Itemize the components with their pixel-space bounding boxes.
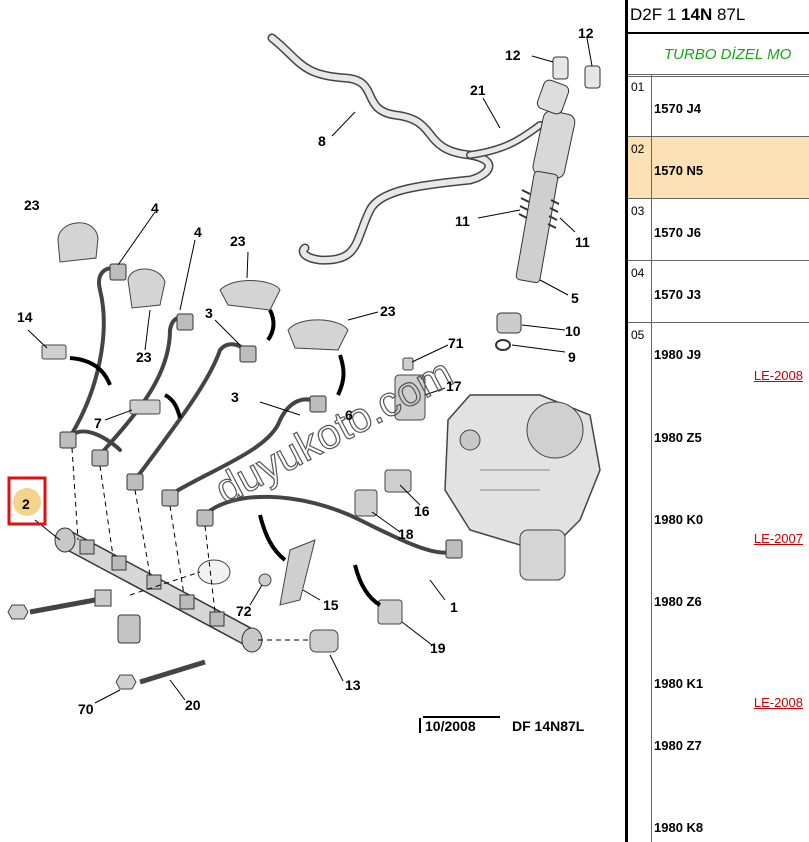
parts-row-01[interactable]: 01 1570 J4 xyxy=(628,74,809,137)
label-23b: 23 xyxy=(230,233,246,249)
label-11b: 11 xyxy=(575,234,590,250)
le-link[interactable]: LE-2008 xyxy=(753,695,803,710)
engine-subtitle: TURBO DİZEL MO xyxy=(664,46,792,63)
label-11a: 11 xyxy=(455,213,470,229)
label-6: 6 xyxy=(345,407,353,423)
callout-bubble xyxy=(13,488,41,516)
label-71: 71 xyxy=(448,335,464,351)
label-21: 21 xyxy=(470,82,486,98)
part-code: 1980 Z5 xyxy=(654,430,702,445)
label-70: 70 xyxy=(78,701,94,717)
part-code: 1570 J4 xyxy=(654,101,701,116)
leader-lines xyxy=(27,37,593,704)
label-23c: 23 xyxy=(136,349,152,365)
injection-pump[interactable] xyxy=(444,394,601,581)
part-code: 1980 K0 xyxy=(654,512,704,527)
fuel-rail[interactable] xyxy=(54,527,263,653)
label-9: 9 xyxy=(568,349,576,365)
parts-row-02[interactable]: 02 1570 N5 xyxy=(628,136,809,199)
label-23d: 23 xyxy=(380,303,396,319)
footer-code: DF 14N87L xyxy=(512,718,585,734)
part-code: 1570 J6 xyxy=(654,225,701,240)
label-15: 15 xyxy=(323,597,339,613)
part-code: 1980 Z7 xyxy=(654,738,702,753)
label-13: 13 xyxy=(345,677,361,693)
part-code: 1570 J3 xyxy=(654,287,701,302)
part-code: 1570 N5 xyxy=(654,163,704,178)
parts-row-05[interactable]: 05 1980 J9 LE-2008 1980 Z5 1980 K0 LE-20… xyxy=(628,322,809,842)
label-3b: 3 xyxy=(231,389,239,405)
part-labels[interactable]: 2 1 3 3 4 4 5 6 7 8 9 10 11 11 12 12 13 … xyxy=(17,25,594,717)
part-code: 1980 K8 xyxy=(654,820,704,835)
label-19: 19 xyxy=(430,640,446,656)
panel-divider xyxy=(625,0,628,842)
small-parts[interactable] xyxy=(7,344,426,690)
row-number: 05 xyxy=(631,328,645,342)
label-12b: 12 xyxy=(578,25,594,41)
parts-list-panel: D2F 1 14N 87L TURBO DİZEL MO 01 1570 J4 … xyxy=(628,0,809,842)
label-72: 72 xyxy=(236,603,252,619)
label-5: 5 xyxy=(571,290,579,306)
row-number: 02 xyxy=(631,142,645,156)
label-4a: 4 xyxy=(151,200,159,216)
watermark: duyukoto.com xyxy=(207,349,460,513)
label-17: 17 xyxy=(446,378,462,394)
part-code: 1980 J9 xyxy=(654,347,701,362)
injector-seal[interactable] xyxy=(496,312,522,334)
label-18: 18 xyxy=(398,526,414,542)
label-1: 1 xyxy=(450,599,458,615)
fuel-injector[interactable] xyxy=(515,56,601,284)
label-20: 20 xyxy=(185,697,201,713)
label-10: 10 xyxy=(565,323,581,339)
return-hose[interactable] xyxy=(267,33,544,265)
label-14: 14 xyxy=(17,309,33,325)
footer-date: 10/2008 xyxy=(425,718,476,734)
label-7: 7 xyxy=(94,415,102,431)
part-code: 1980 K1 xyxy=(654,676,704,691)
model-title: D2F 1 14N 87L xyxy=(630,5,746,24)
label-23a: 23 xyxy=(24,197,40,213)
row-number: 03 xyxy=(631,204,645,218)
label-16: 16 xyxy=(414,503,430,519)
highlight-box xyxy=(7,476,47,526)
row-number: 04 xyxy=(631,266,645,280)
label-3a: 3 xyxy=(205,305,213,321)
parts-row-04[interactable]: 04 1570 J3 xyxy=(628,260,809,323)
part-code: 1980 Z6 xyxy=(654,594,702,609)
protective-caps[interactable] xyxy=(57,222,349,351)
label-4b: 4 xyxy=(194,224,202,240)
subtitle-box xyxy=(628,32,809,77)
label-2: 2 xyxy=(22,496,30,512)
le-link[interactable]: LE-2007 xyxy=(753,531,803,546)
label-12a: 12 xyxy=(505,47,521,63)
washer[interactable] xyxy=(495,339,511,351)
parts-diagram: duyukoto.com 2 1 3 3 4 4 5 6 7 8 9 10 11… xyxy=(7,25,601,734)
callout-arrows xyxy=(69,309,382,607)
label-8: 8 xyxy=(318,133,326,149)
le-link[interactable]: LE-2008 xyxy=(753,368,803,383)
row-number: 01 xyxy=(631,80,645,94)
parts-row-03[interactable]: 03 1570 J6 xyxy=(628,198,809,261)
